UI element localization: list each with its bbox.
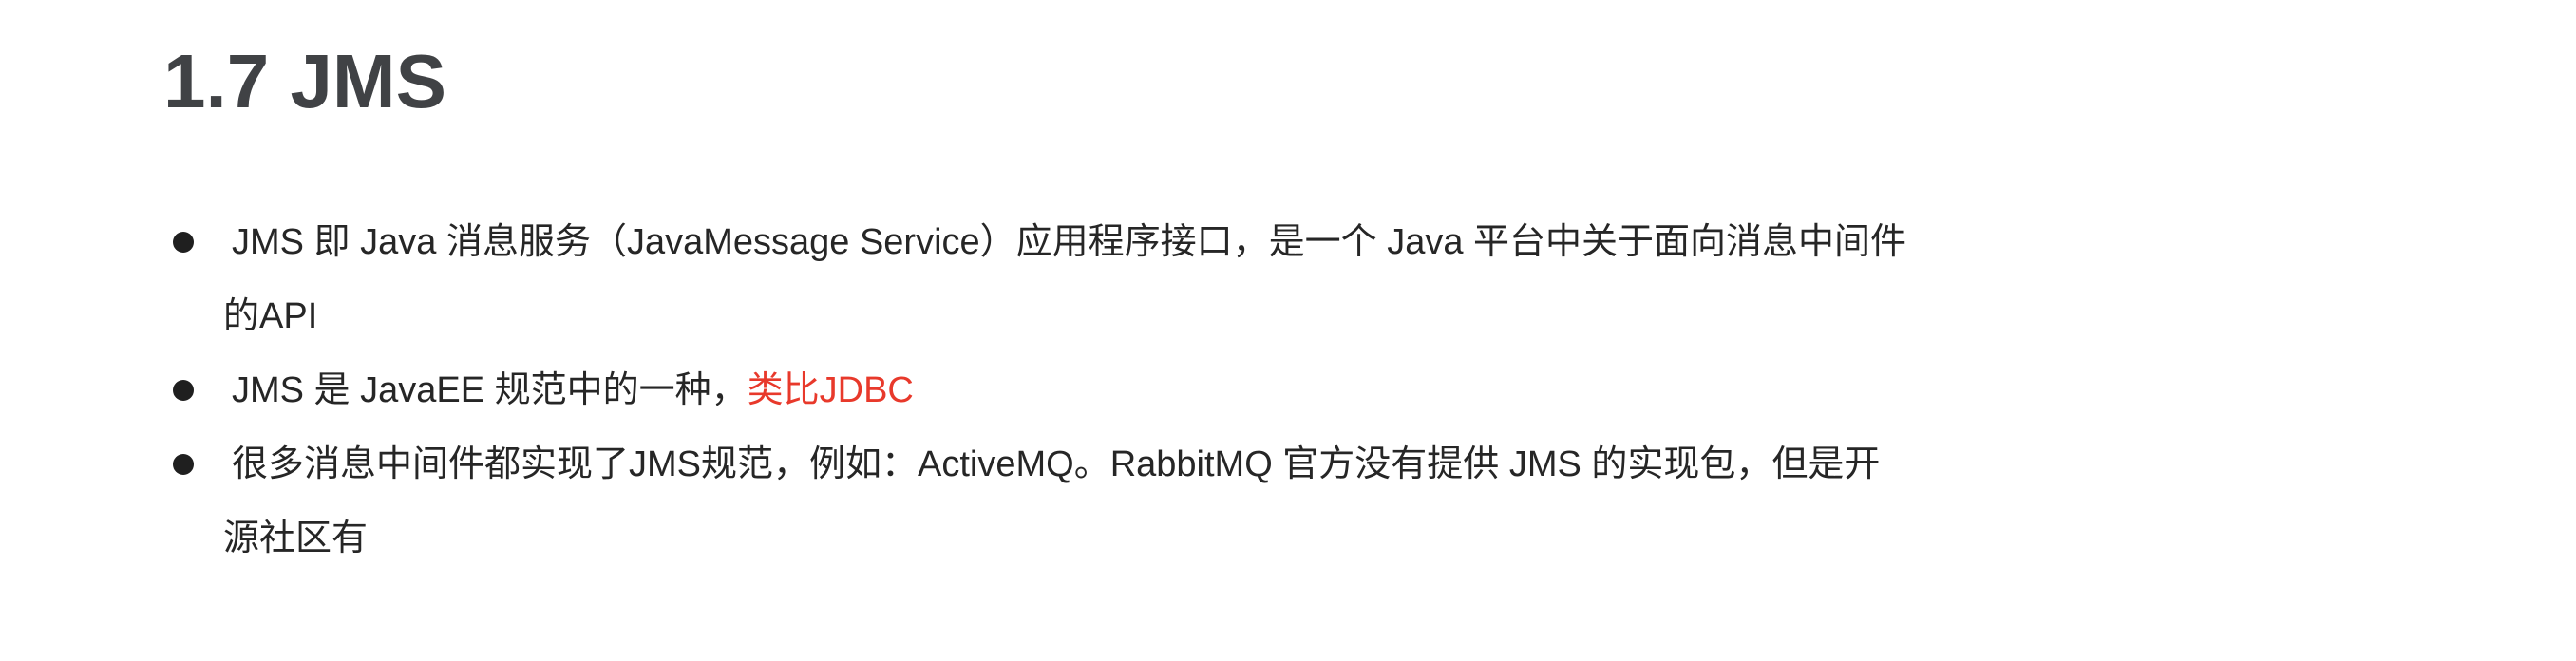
list-item: JMS 是 JavaEE 规范中的一种，类比JDBC bbox=[173, 353, 2541, 427]
text-run: JMS 即 Java 消息服务（JavaMessage Service）应用程序… bbox=[223, 222, 1907, 336]
list-item: JMS 即 Java 消息服务（JavaMessage Service）应用程序… bbox=[173, 205, 2541, 353]
text-run: 很多消息中间件都实现了JMS规范，例如：ActiveMQ。RabbitMQ 官方… bbox=[223, 444, 1881, 558]
text-run: JMS 是 JavaEE 规范中的一种， bbox=[232, 370, 748, 410]
highlighted-text: 类比JDBC bbox=[747, 370, 914, 410]
list-item: 很多消息中间件都实现了JMS规范，例如：ActiveMQ。RabbitMQ 官方… bbox=[173, 427, 2541, 576]
section-heading: 1.7 JMS bbox=[163, 39, 446, 123]
bullet-list: JMS 即 Java 消息服务（JavaMessage Service）应用程序… bbox=[163, 205, 2576, 576]
